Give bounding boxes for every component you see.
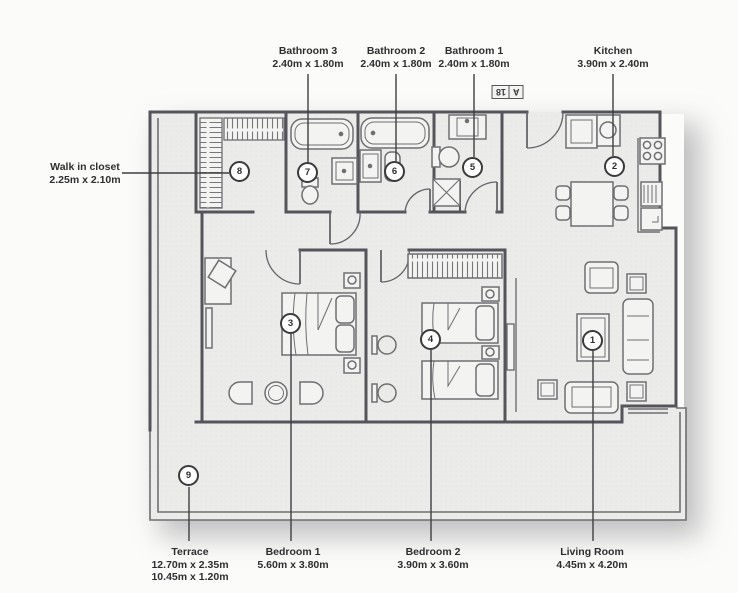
- room-label-kitchen: Kitchen 3.90m x 2.40m: [577, 45, 648, 70]
- room-marker-walk-in-closet: 8: [229, 161, 250, 182]
- room-name: Bathroom 2: [366, 45, 426, 57]
- room-marker-kitchen: 2: [604, 156, 625, 177]
- room-label-bedroom-2: Bedroom 2 3.90m x 3.60m: [397, 546, 468, 571]
- room-name: Kitchen: [593, 45, 633, 57]
- room-marker-bathroom-1: 5: [462, 157, 483, 178]
- room-label-living-room: Living Room 4.45m x 4.20m: [556, 546, 627, 571]
- room-marker-terrace: 9: [178, 465, 199, 486]
- room-dimensions: 2.25m x 2.10m: [49, 173, 121, 186]
- terrace-walls: [149, 118, 687, 521]
- room-label-walk-in-closet: Walk in closet 2.25m x 2.10m: [49, 161, 120, 186]
- room-dimensions: 5.60m x 3.80m: [257, 558, 329, 571]
- room-marker-living-room: 1: [582, 330, 603, 351]
- unit-letter: A: [513, 87, 520, 97]
- walk-in-closet-fittings: [199, 117, 285, 209]
- kitchen-fittings: [565, 114, 666, 231]
- room-name: Living Room: [560, 546, 624, 558]
- wall-details: [506, 138, 668, 414]
- room-dimensions: 4.45m x 4.20m: [556, 558, 628, 571]
- room-dimensions: 10.45m x 1.20m: [151, 571, 229, 583]
- leader-lines: [122, 74, 614, 541]
- room-label-bathroom-3: Bathroom 3 2.40m x 1.80m: [272, 45, 343, 70]
- bathroom-3-fixtures: [290, 118, 358, 205]
- room-label-terrace: Terrace 12.70m x 2.35m 10.45m x 1.20m: [151, 546, 228, 584]
- room-dimensions: 3.90m x 3.60m: [397, 558, 469, 571]
- room-name: Walk in closet: [50, 161, 120, 173]
- room-dimensions: 3.90m x 2.40m: [577, 57, 649, 70]
- room-marker-bathroom-3: 7: [297, 162, 318, 183]
- room-name: Bedroom 2: [405, 546, 461, 558]
- room-marker-bedroom-1: 3: [280, 313, 301, 334]
- room-marker-bathroom-2: 6: [384, 161, 405, 182]
- bathroom-1-fixtures: [431, 114, 487, 207]
- room-label-bathroom-1: Bathroom 1 2.40m x 1.80m: [438, 45, 509, 70]
- room-marker-bedroom-2: 4: [420, 329, 441, 350]
- room-label-bathroom-2: Bathroom 2 2.40m x 1.80m: [360, 45, 431, 70]
- room-dimensions: 2.40m x 1.80m: [438, 57, 510, 70]
- room-name: Terrace: [171, 546, 209, 558]
- dining-set: [555, 181, 629, 227]
- room-dimensions: 2.40m x 1.80m: [360, 57, 432, 70]
- doors: [265, 111, 564, 285]
- floor-area: [150, 112, 686, 520]
- room-label-bedroom-1: Bedroom 1 5.60m x 3.80m: [257, 546, 328, 571]
- room-dimensions: 2.40m x 1.80m: [272, 57, 344, 70]
- room-name: Bathroom 1: [444, 45, 504, 57]
- room-name: Bedroom 1: [265, 546, 321, 558]
- unit-number: 18: [493, 86, 511, 98]
- room-dimensions: 12.70m x 2.35m: [151, 558, 229, 571]
- room-name: Bathroom 3: [278, 45, 338, 57]
- unit-number-box: A 18: [492, 85, 524, 99]
